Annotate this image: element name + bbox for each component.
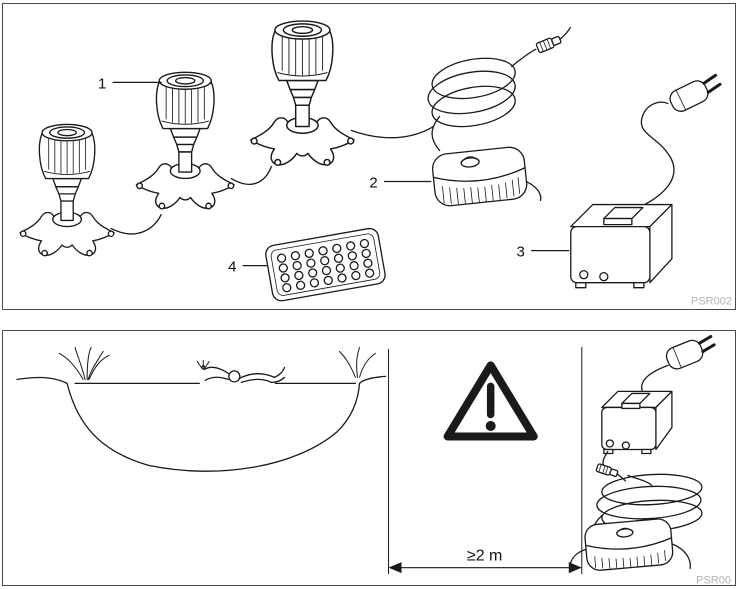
transformer-cable bbox=[638, 101, 675, 209]
cable-connector-icon bbox=[535, 26, 572, 54]
remote-buttons bbox=[276, 238, 375, 293]
warning-triangle-icon bbox=[443, 361, 538, 441]
lamp-cables bbox=[110, 125, 435, 235]
controller-box-illustration bbox=[431, 146, 542, 207]
transformer-illustration bbox=[570, 73, 722, 289]
callout-label-4: 4 bbox=[228, 259, 236, 276]
watermark-bottom: PSR00 bbox=[696, 575, 731, 585]
installation-distance-panel: ≥2 m PSR00 bbox=[2, 330, 736, 586]
callout-label-1: 1 bbox=[98, 75, 106, 92]
equipment-stack bbox=[568, 334, 716, 571]
product-overview-illustration: 1 2 3 4 PSR002 bbox=[19, 20, 732, 308]
installation-distance-illustration: ≥2 m PSR00 bbox=[16, 334, 731, 585]
transformer-illustration-2 bbox=[601, 390, 673, 455]
product-overview-panel: 1 2 3 4 PSR002 bbox=[2, 3, 736, 310]
reeds-right bbox=[338, 346, 377, 378]
spotlight-left bbox=[19, 123, 115, 257]
pond-cross-section bbox=[16, 346, 387, 472]
spotlight-middle bbox=[135, 71, 235, 210]
power-plug-icon-2 bbox=[665, 334, 716, 370]
coiled-cable-illustration bbox=[427, 26, 572, 152]
power-plug-icon bbox=[669, 73, 722, 112]
swimmer-figure bbox=[196, 359, 286, 384]
reeds-left bbox=[58, 346, 110, 380]
cable-connector-icon-2 bbox=[595, 463, 627, 482]
spotlight-right bbox=[250, 20, 355, 167]
watermark-top: PSR002 bbox=[691, 296, 732, 308]
callout-label-2: 2 bbox=[369, 175, 377, 192]
callout-label-3: 3 bbox=[517, 244, 525, 261]
dimension-arrow bbox=[388, 562, 582, 574]
dimension-label: ≥2 m bbox=[467, 547, 503, 565]
controller-box-illustration-2 bbox=[568, 518, 691, 571]
remote-control-illustration bbox=[265, 227, 386, 302]
